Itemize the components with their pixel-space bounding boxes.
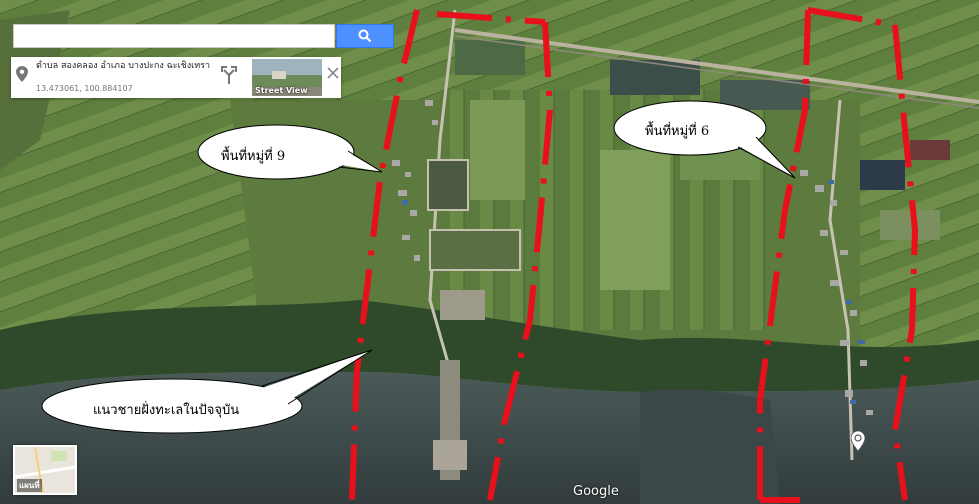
annotation-village-6: พื้นที่หมู่ที่ 6: [645, 124, 710, 139]
place-coordinates: 13.473061, 100.884107: [36, 84, 133, 93]
place-address: ตำบล สองคลอง อำเภอ บางปะกง ฉะเชิงเทรา: [36, 61, 211, 71]
place-card[interactable]: ตำบล สองคลอง อำเภอ บางปะกง ฉะเชิงเทรา 13…: [11, 57, 341, 98]
google-attribution: Google: [573, 484, 619, 499]
annotation-current-coastline: แนวชายฝั่งทะเลในปัจจุบัน: [93, 403, 240, 418]
directions-icon[interactable]: [221, 66, 237, 84]
search-button[interactable]: [336, 24, 394, 48]
map-view-toggle[interactable]: แผนที่: [13, 445, 77, 495]
callout-bubble-6: [613, 100, 796, 179]
search-box[interactable]: [13, 24, 335, 48]
close-icon[interactable]: [327, 67, 339, 79]
street-view-label: Street View: [255, 86, 308, 95]
search-input[interactable]: [14, 25, 334, 48]
street-view-thumbnail[interactable]: Street View: [252, 59, 322, 96]
street-view-image: [252, 59, 322, 96]
place-marker-icon[interactable]: [851, 431, 865, 451]
area-boundary-lines: [349, 7, 919, 503]
callout-bubble-coast: [41, 349, 373, 434]
annotation-village-9: พื้นที่หมู่ที่ 9: [221, 149, 286, 164]
callout-bubble-9: [197, 124, 383, 180]
map-thumbnail: [15, 447, 75, 493]
map-view-label: แผนที่: [17, 479, 42, 492]
location-pin-icon: [16, 66, 28, 82]
search-icon: [358, 29, 372, 43]
